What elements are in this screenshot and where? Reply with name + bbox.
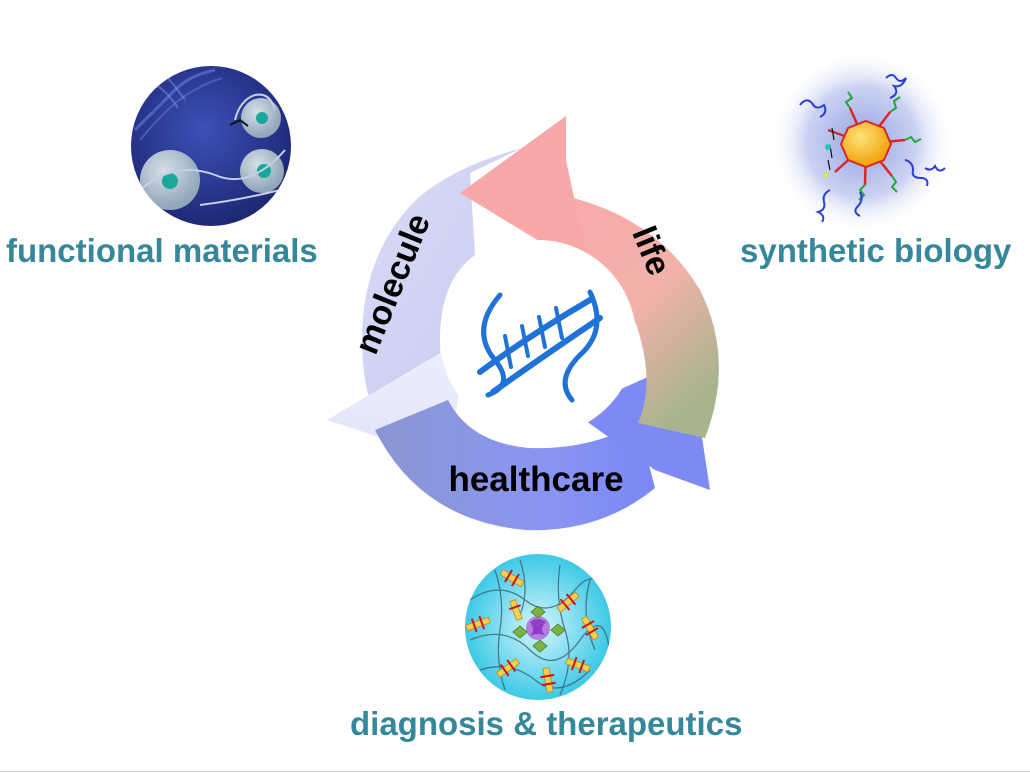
cycle-center [440,240,636,436]
molecule-arrow [362,148,522,408]
diagnosis-therapeutics-image [465,554,611,700]
cycle-diagram: molecule life healthcare [327,116,719,531]
caption-diagnosis-therapeutics: diagnosis & therapeutics [350,705,743,742]
life-arc [560,195,719,438]
label-healthcare: healthcare [448,460,623,499]
functional-materials-image [131,66,291,226]
life-arrowhead [460,116,590,272]
dna-icon [477,289,603,403]
caption-functional-materials: functional materials [6,232,318,269]
caption-synthetic-biology: synthetic biology [740,232,1012,269]
healthcare-arc [375,400,655,531]
bottom-divider [0,771,1030,772]
synthetic-biology-image [770,50,954,234]
